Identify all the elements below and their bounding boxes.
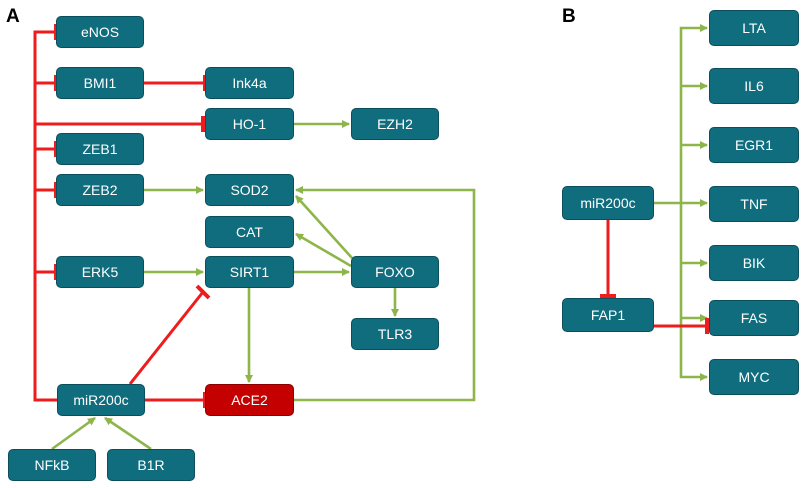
node-egr1: EGR1 <box>709 127 799 163</box>
node-fas: FAS <box>709 300 799 336</box>
node-lta: LTA <box>709 10 799 46</box>
node-zeb1: ZEB1 <box>56 133 144 165</box>
node-il6: IL6 <box>709 68 799 104</box>
edge-activation-nfkb-to-mir200c_a <box>51 416 96 451</box>
node-tlr3: TLR3 <box>351 318 439 350</box>
node-cat: CAT <box>205 216 294 248</box>
node-mir200c-b: miR200c <box>562 186 654 220</box>
edge-activation-mir200c_b-to-lta <box>679 24 708 203</box>
node-bik: BIK <box>709 245 799 281</box>
node-ezh2: EZH2 <box>351 108 439 140</box>
node-nfkb: NFkB <box>8 449 96 481</box>
node-foxo: FOXO <box>351 256 439 288</box>
node-erk5: ERK5 <box>56 256 144 288</box>
node-enos: eNOS <box>56 16 144 48</box>
node-ace2: ACE2 <box>205 384 294 416</box>
edge-activation-foxo-to-sod2 <box>295 195 353 259</box>
edge-inhibition-mir200c_a-to-sirt1 <box>128 291 205 385</box>
node-b1r: B1R <box>107 449 195 481</box>
inhibition-bar-mir200c_a-to-sirt1 <box>195 284 211 300</box>
edge-activation-ace2-to-sod2 <box>294 186 476 402</box>
node-zeb2: ZEB2 <box>56 174 144 206</box>
node-ho1: HO-1 <box>205 108 294 140</box>
node-mir200c-a: miR200c <box>57 384 145 416</box>
node-myc: MYC <box>709 359 799 395</box>
edge-inhibition-mir200c_a-to-enos <box>33 30 57 402</box>
edge-activation-mir200c_b-to-myc <box>679 203 708 381</box>
edge-activation-b1r-to-mir200c_a <box>104 416 152 451</box>
node-fap1: FAP1 <box>562 298 654 332</box>
panel-a-label: A <box>6 6 20 27</box>
node-sirt1: SIRT1 <box>205 256 294 288</box>
node-tnf: TNF <box>709 186 799 222</box>
edge-activation-foxo-to-cat <box>295 232 352 268</box>
panel-b-label: B <box>562 6 576 27</box>
node-sod2: SOD2 <box>205 174 294 206</box>
node-bmi1: BMI1 <box>56 67 144 99</box>
node-ink4a: Ink4a <box>205 67 294 99</box>
